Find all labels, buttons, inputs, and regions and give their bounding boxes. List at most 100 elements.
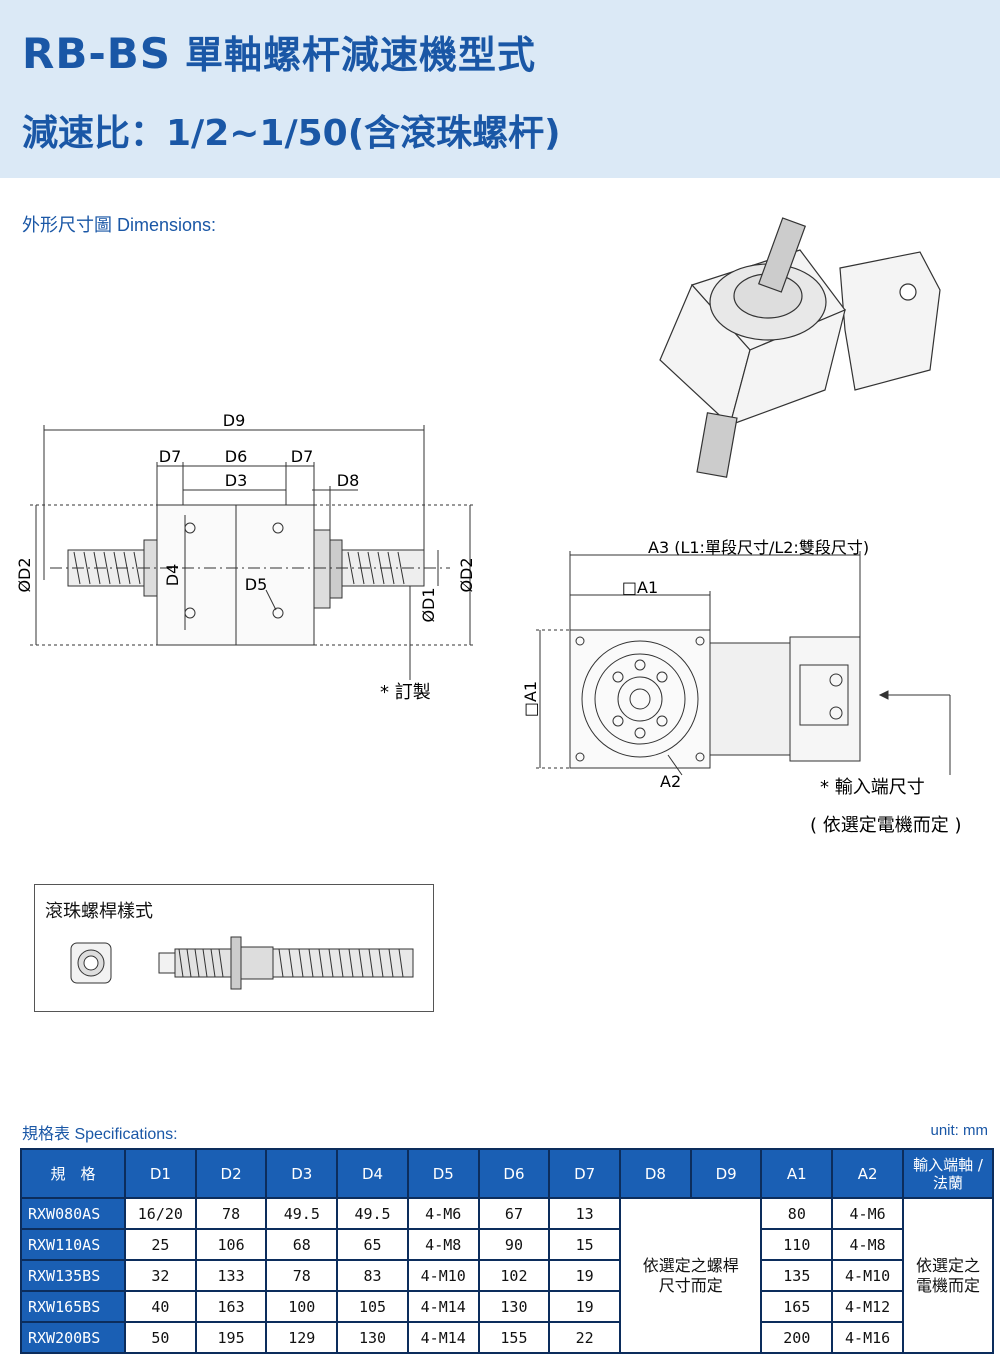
table-cell: 49.5 (336, 1197, 409, 1230)
table-cell: 4-M12 (831, 1290, 904, 1323)
spec-table: 規 格 D1 D2 D3 D4 D5 D6 D7 D8 D9 A1 A2 輸入端… (20, 1148, 994, 1354)
specs-heading: 規格表 Specifications: (22, 1126, 178, 1143)
side-view-drawing: A3 (L1:單段尺寸/L2:雙段尺寸) □A1 □A1 A2 * 輸入端尺寸 … (521, 538, 962, 836)
table-cell: 4-M14 (406, 1321, 480, 1354)
label-d1: ØD1 (419, 587, 438, 622)
title-text: 單軸螺杆減速機型式 (185, 33, 537, 77)
label-d2-right: ØD2 (457, 557, 476, 592)
col-header: 規 格 (20, 1148, 126, 1199)
table-cell: 155 (477, 1321, 551, 1354)
label-d7-left: D7 (159, 447, 182, 466)
label-a3: A3 (L1:單段尺寸/L2:雙段尺寸) (648, 538, 869, 557)
col-header: A1 (760, 1148, 834, 1199)
table-cell: 90 (477, 1228, 551, 1261)
table-cell: 65 (336, 1228, 409, 1261)
table-cell: 4-M16 (831, 1321, 904, 1354)
table-cell: 100 (265, 1290, 339, 1323)
label-a1-top: □A1 (622, 578, 658, 597)
table-cell: 68 (265, 1228, 339, 1261)
ballscrew-style-box: 滾珠螺桿樣式 (34, 884, 434, 1012)
col-header: D6 (477, 1148, 551, 1199)
table-cell: 106 (194, 1228, 268, 1261)
label-d2-left: ØD2 (15, 557, 34, 592)
dimensions-heading: 外形尺寸圖 Dimensions: (22, 215, 217, 235)
table-cell: 165 (760, 1290, 834, 1323)
model-name: RB-BS (22, 29, 172, 78)
table-cell: 25 (124, 1228, 197, 1261)
table-cell: 195 (194, 1321, 268, 1354)
unit-label: unit: mm (930, 1122, 988, 1139)
table-cell: 13 (548, 1197, 622, 1230)
label-d5: D5 (245, 575, 268, 594)
col-header: D9 (689, 1148, 763, 1199)
table-cell: 4-M10 (831, 1259, 904, 1292)
table-row: RXW080AS 16/20 78 49.5 49.5 4-M6 67 13 依… (20, 1197, 994, 1354)
table-row: RXW135BS 32 133 78 83 4-M10 102 19 135 4… (20, 1259, 993, 1292)
header-banner: RB-BS 單軸螺杆減速機型式 減速比：1/2~1/50(含滾珠螺杆) (0, 0, 1000, 178)
model-cell: RXW165BS (20, 1290, 126, 1323)
custom-note: * 訂製 (380, 682, 431, 703)
table-row: RXW165BS 40 163 100 105 4-M14 130 19 165… (20, 1290, 993, 1323)
table-row: RXW200BS 50 195 129 130 4-M14 155 22 200… (20, 1321, 993, 1354)
isometric-product-illustration (659, 217, 941, 478)
input-note-line1: 依選定之 (915, 1255, 980, 1275)
model-cell: RXW200BS (20, 1321, 126, 1354)
table-cell: 4-M6 (406, 1197, 480, 1230)
spec-header-row: 規 格 D1 D2 D3 D4 D5 D6 D7 D8 D9 A1 A2 輸入端… (20, 1148, 994, 1199)
table-cell: 4-M10 (406, 1259, 480, 1292)
table-cell: 49.5 (265, 1197, 339, 1230)
col-header: D3 (265, 1148, 339, 1199)
page-subtitle: 減速比：1/2~1/50(含滾珠螺杆) (22, 113, 561, 154)
table-cell: 4-M14 (406, 1290, 480, 1323)
input-size-label: * 輸入端尺寸 (820, 777, 925, 798)
table-cell: 110 (760, 1228, 834, 1261)
table-cell: 130 (477, 1290, 551, 1323)
col-header: 輸入端軸 / 法蘭 (902, 1148, 994, 1199)
table-cell: 78 (194, 1197, 268, 1230)
col-header: A2 (831, 1148, 904, 1199)
label-d8: D8 (337, 471, 360, 490)
table-row: RXW110AS 25 106 68 65 4-M8 90 15 110 4-M… (20, 1228, 993, 1261)
table-cell: 80 (760, 1197, 834, 1230)
label-a1-side: □A1 (521, 681, 540, 717)
table-cell: 40 (124, 1290, 197, 1323)
table-cell: 83 (336, 1259, 409, 1292)
table-cell: 16/20 (124, 1197, 197, 1230)
table-cell: 130 (336, 1321, 409, 1354)
table-cell: 67 (477, 1197, 551, 1230)
table-cell: 102 (477, 1259, 551, 1292)
table-cell: 22 (548, 1321, 622, 1354)
input-size-note: ( 依選定電機而定 ) (810, 815, 962, 836)
col-header: D5 (406, 1148, 480, 1199)
label-d7-right: D7 (291, 447, 314, 466)
col-header: D2 (194, 1148, 268, 1199)
d8-d9-note-cell: 依選定之螺桿尺寸而定 (619, 1197, 763, 1354)
table-cell: 50 (124, 1321, 197, 1354)
d8-d9-note-line2: 尺寸而定 (658, 1275, 723, 1295)
table-cell: 105 (336, 1290, 409, 1323)
table-cell: 19 (548, 1290, 622, 1323)
table-cell: 4-M8 (831, 1228, 904, 1261)
table-cell: 135 (760, 1259, 834, 1292)
col-header: D7 (548, 1148, 622, 1199)
d8-d9-note-line1: 依選定之螺桿 (642, 1255, 739, 1275)
table-cell: 78 (265, 1259, 339, 1292)
label-d3: D3 (225, 471, 248, 490)
ballscrew-style-label: 滾珠螺桿樣式 (45, 901, 153, 922)
table-cell: 129 (265, 1321, 339, 1354)
front-dimension-drawing: D9 D7 D6 D7 D3 D8 D5 ØD2 D4 ØD1 ØD2 * 訂製 (15, 411, 476, 703)
col-header: D1 (124, 1148, 197, 1199)
input-note-line2: 電機而定 (915, 1275, 980, 1295)
model-cell: RXW110AS (20, 1228, 126, 1261)
col-header: D4 (336, 1148, 409, 1199)
model-cell: RXW080AS (20, 1197, 126, 1230)
table-cell: 19 (548, 1259, 622, 1292)
table-cell: 4-M6 (831, 1197, 904, 1230)
table-cell: 15 (548, 1228, 622, 1261)
model-cell: RXW135BS (20, 1259, 126, 1292)
col-header: D8 (619, 1148, 692, 1199)
label-d6: D6 (225, 447, 248, 466)
table-cell: 163 (194, 1290, 268, 1323)
table-cell: 4-M8 (406, 1228, 480, 1261)
ballscrew-illustration (70, 936, 414, 990)
